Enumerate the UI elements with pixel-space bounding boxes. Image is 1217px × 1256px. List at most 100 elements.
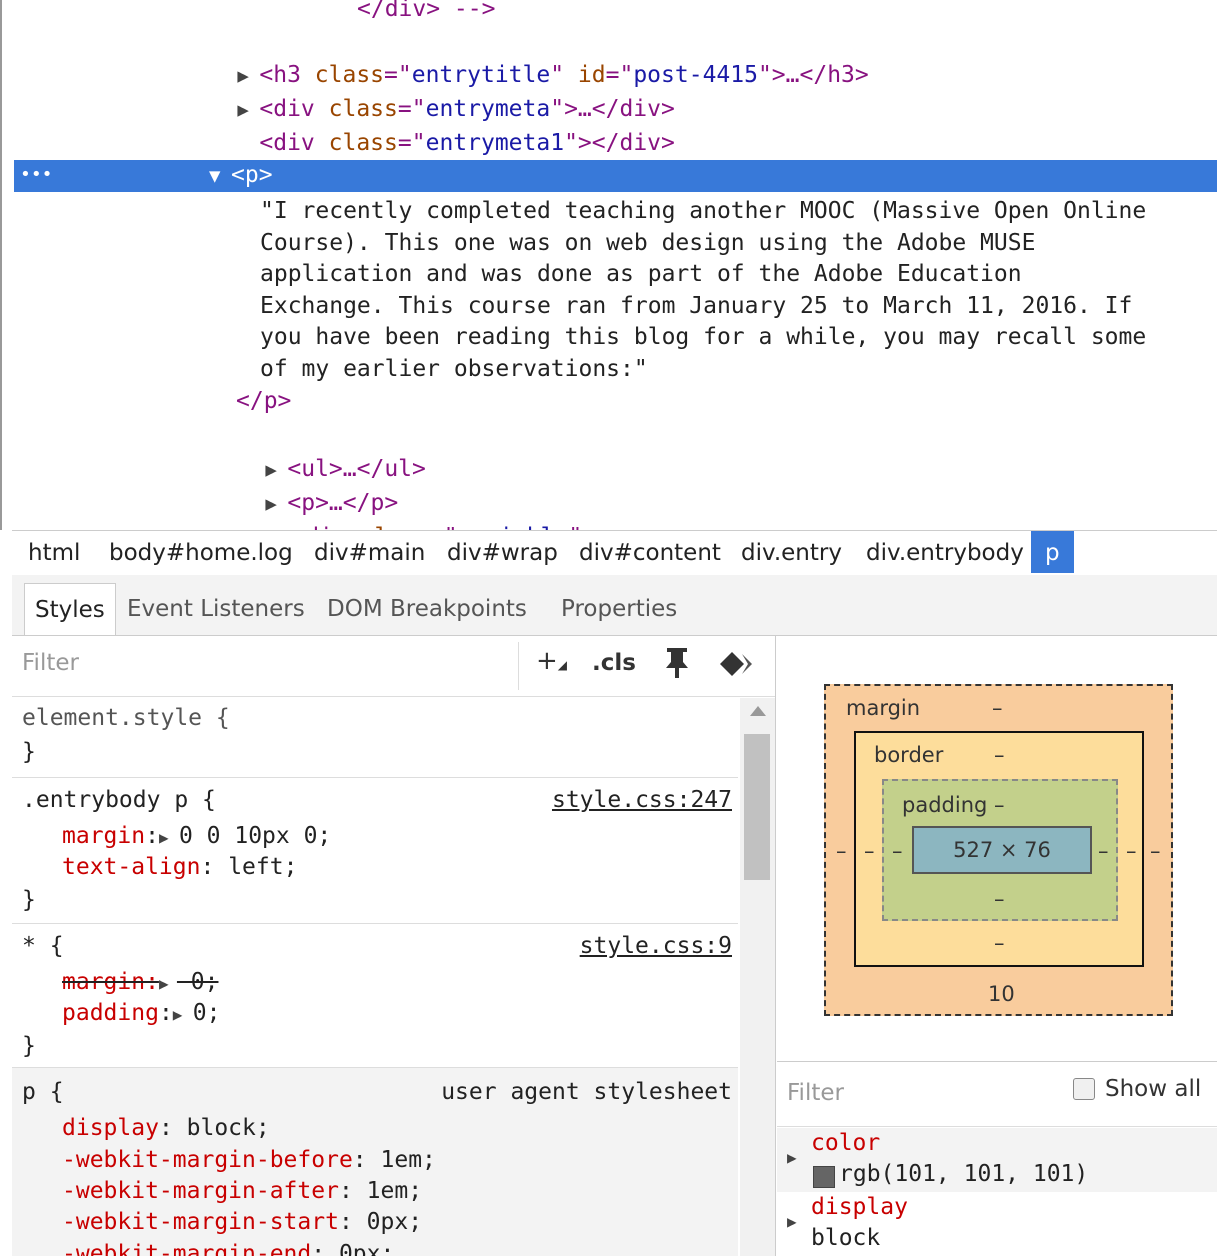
rule-selector: * {: [22, 933, 64, 959]
styles-pane: Filter +◢ .cls element.style { } .entryb…: [12, 636, 776, 1256]
property-name: display: [62, 1115, 159, 1141]
breadcrumb-div-content[interactable]: div#content: [579, 540, 721, 566]
property-name: -webkit-margin-end: [62, 1241, 312, 1256]
selected-dom-node-p[interactable]: ••• ▼<p>: [14, 160, 1217, 192]
h3-id-value: post-4415: [633, 62, 758, 88]
css-property-padding[interactable]: padding:▶0;: [62, 997, 221, 1029]
padding-right-value[interactable]: –: [1098, 839, 1109, 863]
styles-filter-bar: Filter +◢ .cls: [12, 636, 775, 697]
css-property-webkit-margin-after[interactable]: -webkit-margin-after: 1em;: [62, 1178, 423, 1204]
rule-close-brace: }: [22, 887, 36, 913]
tab-event-listeners[interactable]: Event Listeners: [127, 596, 305, 622]
expand-shorthand-icon[interactable]: ▶: [158, 974, 169, 993]
margin-bottom-value[interactable]: 10: [988, 982, 1015, 1006]
more-options-icon[interactable]: •••: [20, 164, 53, 185]
breadcrumb-p[interactable]: p: [1031, 531, 1074, 573]
breadcrumb-div-wrap[interactable]: div#wrap: [447, 540, 558, 566]
computed-property-display[interactable]: ▶ display block: [777, 1192, 1217, 1256]
padding-bottom-value[interactable]: –: [994, 887, 1005, 911]
dom-node-ul[interactable]: ▶<ul>…</ul>: [210, 418, 425, 482]
breadcrumb-html[interactable]: html: [28, 540, 81, 566]
breadcrumb-div-main[interactable]: div#main: [314, 540, 426, 566]
scrollbar-thumb[interactable]: [744, 734, 770, 880]
property-name: margin:: [62, 969, 159, 995]
margin-left-value[interactable]: –: [836, 839, 847, 863]
padding-left-value[interactable]: –: [892, 839, 903, 863]
breadcrumb-div-entry[interactable]: div.entry: [741, 540, 842, 566]
paragraph-line: you have been reading this blog for a wh…: [260, 324, 1147, 351]
rule-selector: .entrybody p {: [22, 787, 216, 813]
expand-triangle-icon[interactable]: ▶: [237, 99, 249, 121]
property-value: block;: [172, 1115, 270, 1141]
css-property-text-align[interactable]: text-align: left;: [62, 854, 298, 880]
padding-top-value[interactable]: –: [994, 793, 1005, 817]
rule-universal[interactable]: * { style.css:9 margin:▶ 0; padding:▶0; …: [12, 924, 738, 1068]
rule-element-style[interactable]: element.style { }: [12, 698, 738, 778]
box-model-border[interactable]: border – – – – padding – – – – 527 × 76: [854, 731, 1144, 967]
margin-label: margin: [846, 696, 921, 720]
css-property-webkit-margin-end[interactable]: -webkit-margin-end: 0px;: [62, 1238, 394, 1256]
tab-dom-breakpoints[interactable]: DOM Breakpoints: [327, 596, 527, 622]
rendering-settings-icon[interactable]: [718, 650, 758, 685]
css-property-display[interactable]: display: block;: [62, 1115, 270, 1141]
property-name: margin: [62, 823, 146, 849]
paragraph-line: application and was done as part of the …: [260, 261, 1022, 288]
breadcrumb-body[interactable]: body#home.log: [109, 540, 293, 566]
css-property-margin-overridden[interactable]: margin:▶ 0;: [62, 966, 218, 998]
breadcrumb-div-entrybody[interactable]: div.entrybody: [866, 540, 1024, 566]
box-model-padding[interactable]: padding – – – – 527 × 76: [882, 779, 1118, 921]
pin-icon[interactable]: [664, 646, 690, 687]
rule-entrybody-p[interactable]: .entrybody p { style.css:247 margin:▶0 0…: [12, 778, 738, 924]
elements-dom-tree[interactable]: </div> --> ▶<h3 class="entrytitle" id="p…: [0, 0, 1217, 530]
border-right-value[interactable]: –: [1126, 839, 1137, 863]
scroll-up-arrow-icon[interactable]: [750, 706, 766, 716]
expand-triangle-icon[interactable]: ▶: [237, 65, 249, 87]
style-source-link[interactable]: style.css:9: [579, 933, 732, 959]
entrymeta-class-value: entrymeta: [425, 96, 551, 122]
property-name: -webkit-margin-after: [62, 1178, 339, 1204]
rule-close-brace: }: [22, 739, 36, 765]
computed-pane: margin – 10 – – border – – – – padding –…: [777, 636, 1217, 1256]
tab-styles[interactable]: Styles: [24, 583, 116, 635]
dom-node-entrybody[interactable]: ▼<div class="entrybody">: [182, 126, 578, 190]
expand-triangle-icon[interactable]: ▶: [787, 1212, 797, 1231]
cls-button[interactable]: .cls: [592, 650, 636, 676]
margin-top-value[interactable]: –: [992, 696, 1003, 720]
style-source-link[interactable]: style.css:247: [551, 787, 732, 813]
box-model-content[interactable]: 527 × 76: [912, 826, 1092, 874]
show-all-label: Show all: [1105, 1076, 1202, 1102]
dom-node-h3[interactable]: ▶<h3 class="entrytitle" id="post-4415">……: [182, 24, 868, 88]
property-value: 0px;: [352, 1209, 423, 1235]
css-property-margin[interactable]: margin:▶0 0 10px 0;: [62, 820, 331, 852]
computed-filter-input[interactable]: Filter: [787, 1080, 844, 1106]
expand-triangle-icon[interactable]: ▶: [787, 1148, 797, 1167]
rule-user-agent-p[interactable]: p { user agent stylesheet display: block…: [12, 1068, 738, 1256]
collapse-triangle-icon[interactable]: ▼: [209, 165, 221, 187]
border-bottom-value[interactable]: –: [994, 931, 1005, 955]
computed-property-value: block: [811, 1225, 881, 1251]
css-property-webkit-margin-before[interactable]: -webkit-margin-before: 1em;: [62, 1147, 436, 1173]
paragraph-line: Course). This one was on web design usin…: [260, 229, 1036, 256]
box-model-margin[interactable]: margin – 10 – – border – – – – padding –…: [824, 684, 1173, 1016]
expand-shorthand-icon[interactable]: ▶: [172, 1005, 183, 1024]
expand-triangle-icon[interactable]: ▶: [265, 493, 277, 515]
computed-property-color[interactable]: ▶ color rgb(101, 101, 101): [777, 1128, 1217, 1192]
expand-triangle-icon[interactable]: ▶: [265, 459, 277, 481]
dom-node-entrymeta[interactable]: ▶<div class="entrymeta">…</div>: [182, 58, 674, 122]
paragraph-text-node[interactable]: "I recently completed teaching another M…: [260, 196, 1215, 386]
dom-node-p2[interactable]: ▶<p>…</p>: [210, 452, 398, 516]
border-left-value[interactable]: –: [864, 839, 875, 863]
show-all-checkbox[interactable]: [1073, 1078, 1095, 1100]
property-value: 1em;: [366, 1147, 436, 1173]
css-property-webkit-margin-start[interactable]: -webkit-margin-start: 0px;: [62, 1209, 423, 1235]
dom-node-entrymeta1[interactable]: <div class="entrymeta1"></div>: [259, 130, 675, 156]
tab-properties[interactable]: Properties: [561, 596, 678, 622]
margin-right-value[interactable]: –: [1150, 839, 1161, 863]
expand-shorthand-icon[interactable]: ▶: [158, 828, 169, 847]
color-swatch[interactable]: [813, 1166, 835, 1188]
border-top-value[interactable]: –: [994, 743, 1005, 767]
styles-scrollbar[interactable]: [740, 698, 775, 1256]
new-style-rule-icon[interactable]: +◢: [536, 646, 568, 676]
dom-node-sociable[interactable]: <div class="sociable">: [236, 486, 596, 530]
styles-filter-input[interactable]: Filter: [22, 650, 79, 676]
